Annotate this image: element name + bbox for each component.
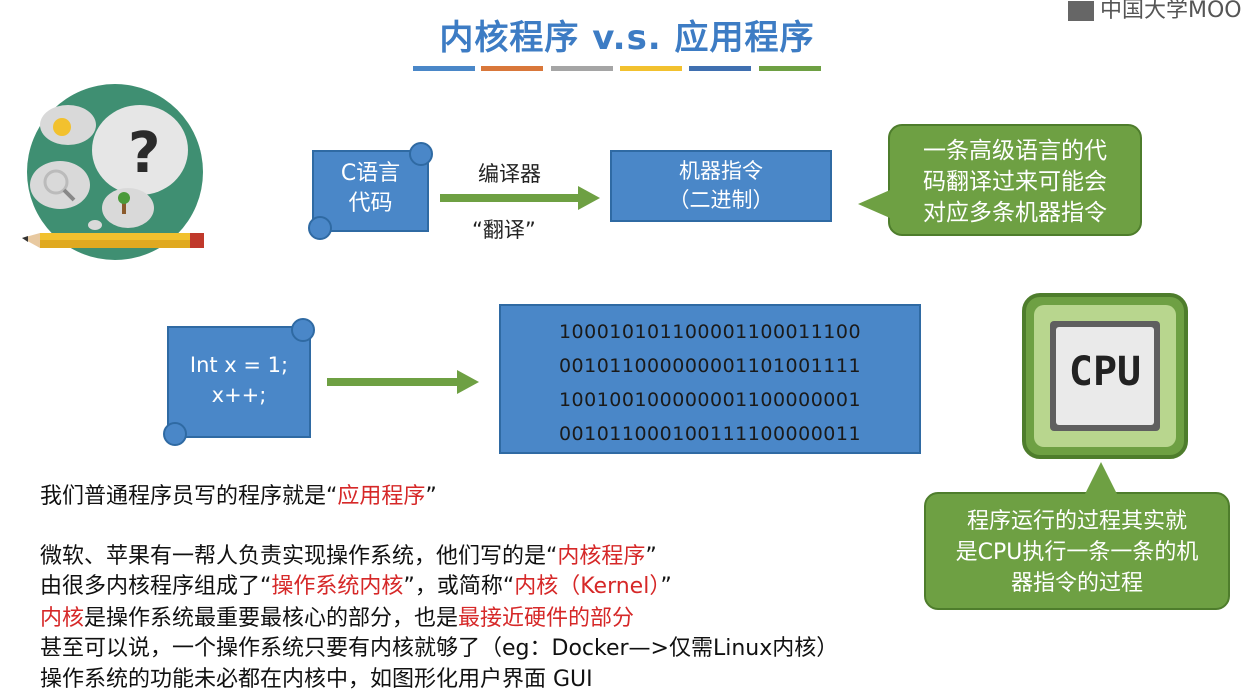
translate-label: “翻译”: [472, 218, 536, 242]
binary-line2: 00101100000000110100111​1: [558, 355, 862, 377]
binary-line3: 10010010000000110000000​1: [558, 389, 862, 411]
machine-instruction-box: 机器指令 （二进制）: [610, 150, 832, 222]
text-line-4: 内核是操作系统最重要最核心的部分，也是最接近硬件的部分: [40, 606, 635, 631]
binary-arrow-head: [457, 370, 479, 394]
binary-line1: 10001010110000110001110​0: [558, 321, 862, 343]
binary-arrow-shaft: [327, 378, 459, 386]
cpu-callout-line1: 程序运行的过程其实就: [966, 509, 1187, 534]
title-bar-gray: [551, 66, 613, 71]
thinking-illustration-icon: ?: [22, 84, 204, 260]
c-source-line1: C语言: [340, 161, 401, 186]
c-source-line2: 代码: [348, 191, 393, 216]
title-bar-orange: [481, 66, 543, 71]
compile-callout: 一条高级语言的代 码翻译过来可能会 对应多条机器指令: [888, 124, 1142, 236]
scroll-curl-top: [409, 142, 433, 166]
compile-callout-line1: 一条高级语言的代: [923, 138, 1107, 164]
scroll-curl-bottom: [308, 216, 332, 240]
code-line2: x++;: [211, 383, 267, 407]
compile-callout-line3: 对应多条机器指令: [923, 200, 1107, 226]
cpu-callout-line2: 是CPU执行一条一条的机: [955, 540, 1199, 565]
title-bar-yellow: [620, 66, 682, 71]
logo-text: 中国大学MOO: [1100, 0, 1242, 23]
text-line-3: 由很多内核程序组成了“操作系统内核”，或简称“内核（Kernel）”: [40, 574, 672, 599]
code-scroll: Int x = 1; x++;: [163, 318, 315, 446]
code-scroll-curl-bottom: [163, 422, 187, 446]
text-line-5: 甚至可以说，一个操作系统只要有内核就够了（eg：Docker—>仅需Linux内…: [40, 636, 839, 661]
highlight-kernel: 内核（Kernel）: [514, 574, 661, 599]
binary-line4: 00101100010011110000001​1: [558, 423, 862, 445]
code-line1: Int x = 1;: [189, 353, 289, 377]
c-source-scroll: C语言 代码: [308, 142, 433, 240]
cpu-callout-line3: 器指令的过程: [1010, 571, 1143, 596]
compile-arrow-shaft: [440, 194, 580, 202]
title-bar-green: [759, 66, 821, 71]
highlight-kernel-2: 内核: [40, 606, 85, 631]
compiler-label: 编译器: [478, 162, 541, 186]
logo-icon: [1068, 1, 1094, 21]
text-line-6: 操作系统的功能未必都在内核中，如图形化用户界面 GUI: [40, 667, 593, 692]
text-line-1: 我们普通程序员写的程序就是“应用程序”: [40, 484, 437, 509]
compile-callout-pointer: [858, 190, 890, 218]
text-line-2: 微软、苹果有一帮人负责实现操作系统，他们写的是“内核程序”: [40, 544, 657, 569]
code-scroll-curl-top: [291, 318, 315, 342]
compile-arrow-head: [578, 186, 600, 210]
compile-callout-line2: 码翻译过来可能会: [923, 169, 1107, 195]
highlight-app-program: 应用程序: [337, 484, 426, 509]
highlight-near-hardware: 最接近硬件的部分: [458, 606, 635, 631]
mooc-logo: 中国大学MOO: [1068, 0, 1242, 24]
title-bar-blue: [413, 66, 475, 71]
title-bar-darkblue: [689, 66, 751, 71]
cpu-label: CPU: [1068, 349, 1142, 395]
page-title: 内核程序 v.s. 应用程序: [439, 18, 815, 58]
machine-box-line2: （二进制）: [668, 188, 774, 212]
svg-text:?: ?: [128, 121, 160, 186]
cpu-icon: CPU: [1022, 293, 1188, 459]
cpu-callout: 程序运行的过程其实就 是CPU执行一条一条的机 器指令的过程: [924, 492, 1230, 610]
binary-box: 10001010110000110001110​0 00101100000000…: [499, 304, 921, 454]
cpu-callout-pointer: [1085, 462, 1117, 494]
highlight-os-kernel: 操作系统内核: [271, 574, 404, 599]
machine-box-line1: 机器指令: [679, 159, 763, 183]
highlight-kernel-program: 内核程序: [557, 544, 646, 569]
